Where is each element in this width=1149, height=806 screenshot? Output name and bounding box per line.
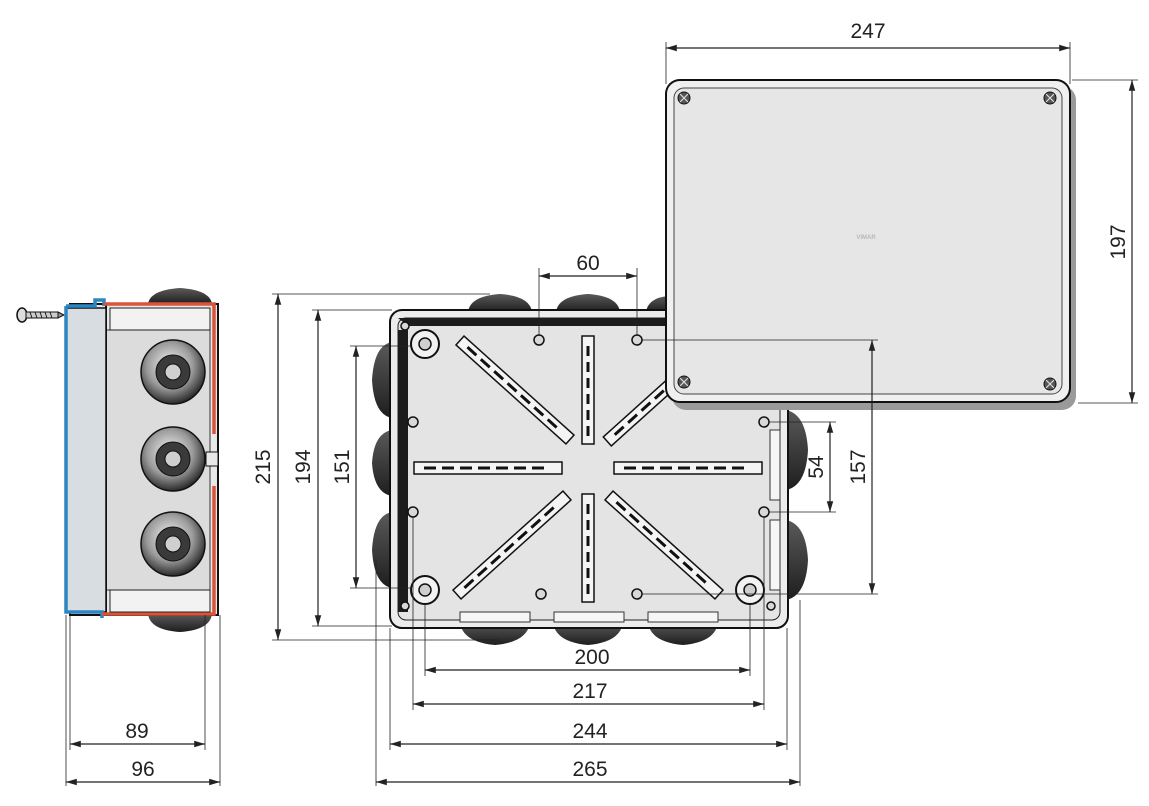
lid: VIMAR (665, 79, 1076, 410)
screw-icon (16, 307, 66, 323)
dimension-lines: 247 197 60 157 54 215 194 (252, 20, 1138, 786)
dim-247-label: 247 (850, 20, 885, 43)
knockout-gland-2 (140, 426, 206, 492)
dim-200-label: 200 (574, 646, 609, 669)
cable-gland-icon (148, 288, 212, 632)
dim-60-label: 60 (576, 252, 599, 275)
dim-215-label: 215 (252, 449, 275, 484)
top-glands (468, 294, 668, 312)
dim-194-label: 194 (292, 449, 315, 484)
dim-265-label: 265 (572, 758, 607, 781)
rail-diagonal-br (603, 489, 725, 601)
rail-top-vertical (581, 335, 595, 445)
dim-244-label: 244 (572, 720, 607, 743)
dim-197-label: 197 (1107, 224, 1130, 259)
left-glands (372, 342, 392, 588)
lid-brand-mark: VIMAR (856, 235, 876, 241)
rail-diagonal-bl (451, 489, 573, 601)
dim-54-label: 54 (805, 455, 828, 479)
knockout-gland-1 (140, 339, 206, 405)
dim-157-label: 157 (847, 449, 870, 484)
dim-151-label: 151 (331, 449, 354, 484)
corner-boss-br (735, 575, 765, 605)
side-view: 89 96 (16, 288, 221, 786)
corner-boss-tl (410, 329, 440, 359)
rail-diagonal-tr (602, 375, 680, 447)
right-glands (786, 410, 808, 600)
lid-screw-icon (677, 91, 1057, 391)
rail-bottom-vertical (581, 493, 595, 603)
dim-217-label: 217 (572, 680, 607, 703)
rail-right-horizontal (613, 461, 763, 475)
corner-boss-bl (410, 575, 440, 605)
dim-89-label: 89 (125, 720, 148, 743)
rail-diagonal-tl (454, 334, 576, 446)
rail-left-horizontal (413, 461, 563, 475)
knockout-gland-3 (140, 511, 206, 577)
dim-96-label: 96 (131, 758, 154, 781)
